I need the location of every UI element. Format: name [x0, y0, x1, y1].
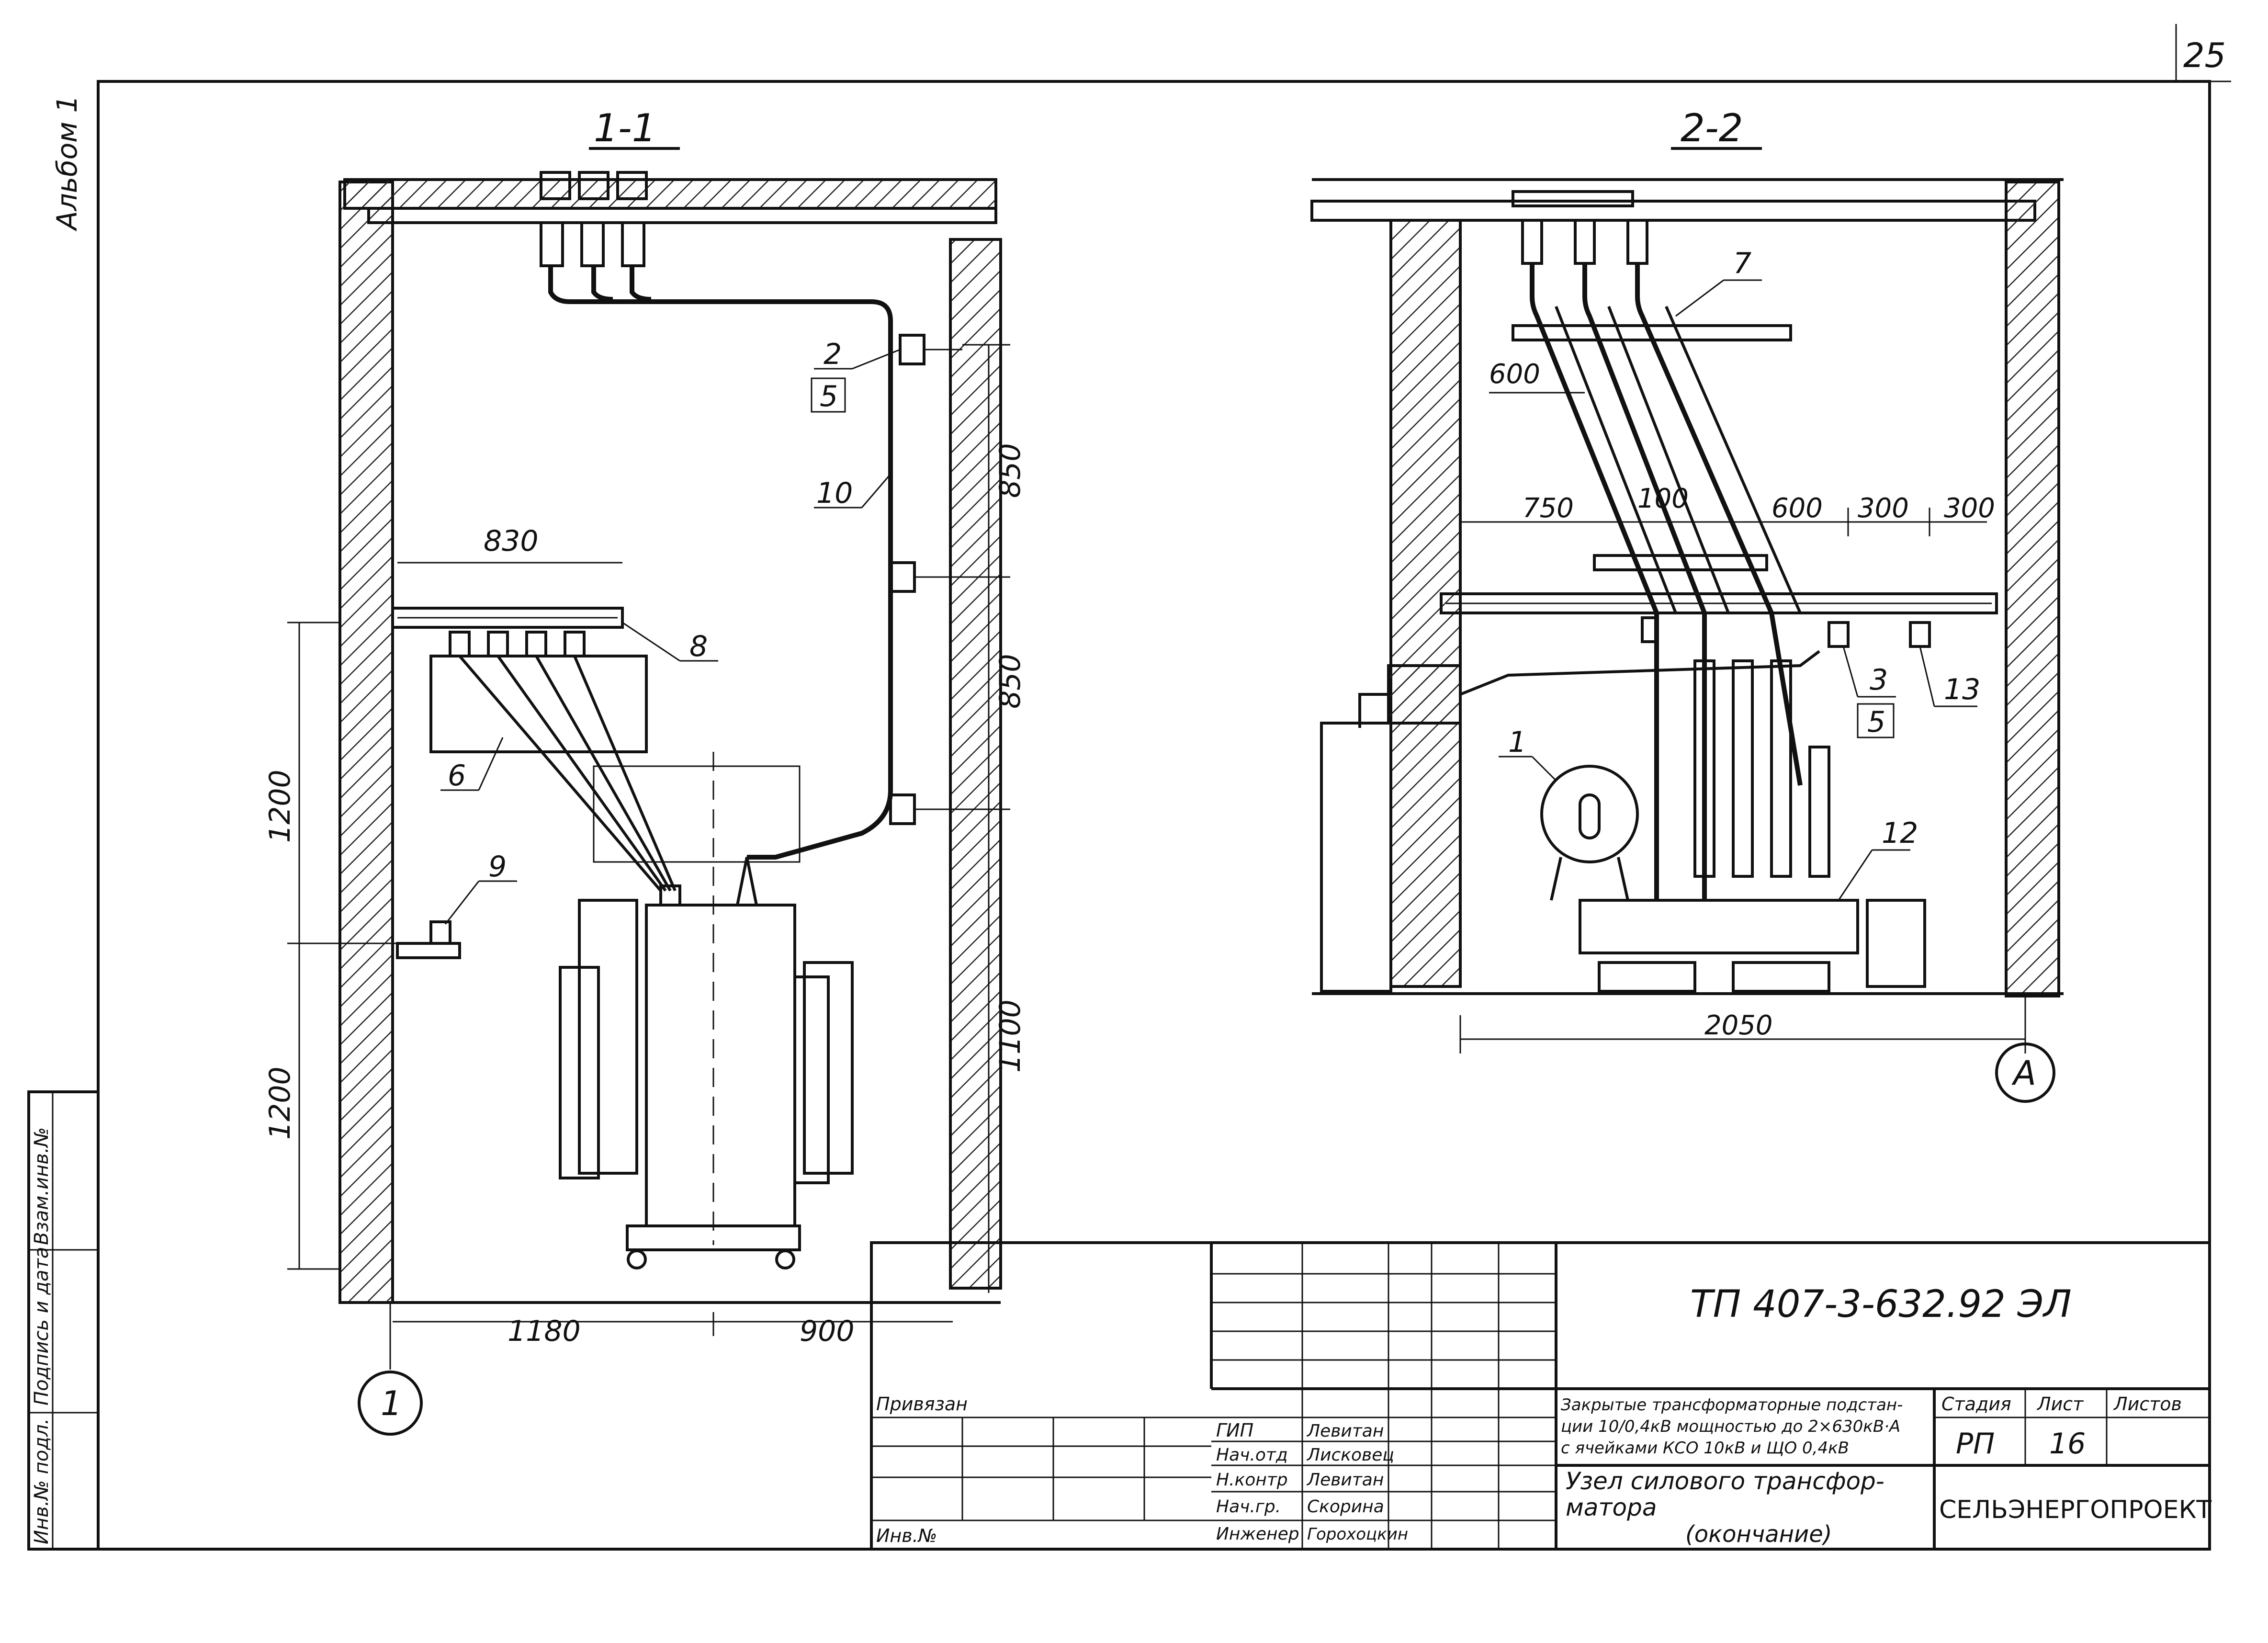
callout-1: 1 — [1508, 725, 1526, 759]
doc-code: ТП 407-3-632.92 ЭЛ — [1690, 1283, 2072, 1326]
role-gip: ГИП — [1216, 1420, 1253, 1441]
dim-1200-lower: 1200 — [263, 1066, 297, 1140]
dim-1100: 1100 — [993, 999, 1027, 1073]
support-beam-13 — [1440, 592, 1998, 614]
lv-cables — [458, 655, 677, 892]
inclined-busbars-7 — [1530, 263, 1803, 900]
bracket-9 — [396, 942, 461, 959]
stamp-podpis-data: Подпись и дата — [31, 1247, 53, 1405]
dim-850-upper: 850 — [993, 443, 1027, 498]
sheets-label: Листов — [2113, 1394, 2182, 1415]
section-1-1-title: 1-1 — [594, 106, 656, 150]
section-1-1-dimensions — [287, 344, 1010, 1336]
axis-1-marker — [358, 1371, 423, 1436]
dim-1200-upper: 1200 — [263, 770, 297, 843]
cable-shelf-8 — [391, 607, 624, 629]
axis-a-marker — [1995, 1042, 2055, 1103]
role-nach-otd: Нач.отд — [1216, 1445, 1288, 1465]
stamp-inv-podl: Инв.№ подл. — [31, 1418, 53, 1544]
project-title-line2: ции 10/0,4кВ мощностью до 2×630кВ·А — [1561, 1417, 1900, 1436]
callout-3: 3 — [1870, 663, 1888, 697]
role-n-kontr: Н.контр — [1216, 1470, 1288, 1490]
axis-a-label: A — [2011, 1054, 2036, 1093]
inv-no-label: Инв.№ — [876, 1525, 937, 1546]
role-nach-gr: Нач.гр. — [1216, 1497, 1281, 1517]
wall-2-right — [2005, 181, 2060, 997]
ceiling-slab-2 — [1310, 200, 2036, 222]
section-1-1: 1-1 — [263, 106, 1027, 1436]
callout-2: 2 — [824, 338, 842, 371]
ceiling-slab — [343, 178, 997, 210]
name-n-kontr: Левитан — [1306, 1470, 1384, 1490]
name-nach-gr: Скорина — [1307, 1497, 1384, 1517]
dim-1180: 1180 — [508, 1314, 581, 1348]
dim-850-lower: 850 — [993, 654, 1027, 709]
sheet-title-line2: матора — [1566, 1494, 1657, 1521]
dim-300-a: 300 — [1858, 493, 1909, 524]
organization-name: СЕЛЬЭНЕРГОПРОЕКТ — [1939, 1496, 2212, 1524]
dim-600-upper: 600 — [1489, 359, 1540, 390]
lv-risers — [1693, 659, 1830, 878]
project-title-line1: Закрытые трансформаторные подстан- — [1561, 1395, 1903, 1415]
stage-label: Стадия — [1941, 1394, 2011, 1415]
power-transformer — [559, 857, 854, 1269]
section-2-2: 2-2 — [1310, 106, 2064, 1103]
side-stamp — [27, 1090, 100, 1551]
dim-300-b: 300 — [1944, 493, 1995, 524]
callout-10: 10 — [816, 476, 853, 510]
left-wall — [339, 181, 394, 1304]
project-title-line3: с ячейками КСО 10кВ и ЩО 0,4кВ — [1561, 1439, 1849, 1458]
wall-bushing — [1387, 664, 1462, 725]
dim-100: 100 — [1637, 483, 1689, 514]
callout-12: 12 — [1882, 816, 1918, 850]
dim-750: 750 — [1523, 493, 1574, 524]
privyazan-label: Привязан — [876, 1394, 968, 1415]
name-gip: Левитан — [1306, 1421, 1384, 1441]
right-wall — [949, 238, 1002, 1290]
hv-busbar-10 — [548, 266, 893, 860]
callout-6: 6 — [448, 759, 466, 793]
callout-8: 8 — [689, 630, 708, 663]
cooling-fan-1 — [1540, 765, 1639, 863]
page-number: 25 — [2183, 36, 2226, 75]
transformer-tank-12 — [1579, 899, 1859, 954]
dim-900: 900 — [800, 1314, 855, 1348]
album-label: Альбом 1 — [51, 95, 83, 232]
section-2-2-title: 2-2 — [1681, 106, 1743, 150]
lv-terminal-box-6 — [429, 655, 648, 753]
axis-1-label: 1 — [381, 1384, 402, 1423]
callout-9: 9 — [488, 850, 507, 884]
callout-7: 7 — [1733, 247, 1751, 280]
sheet-value: 16 — [2049, 1427, 2086, 1461]
stage-value: РП — [1956, 1427, 1995, 1461]
role-inzhener: Инженер — [1216, 1524, 1299, 1544]
callout-5: 5 — [820, 380, 838, 413]
callout-5b: 5 — [1867, 705, 1885, 739]
name-nach-otd: Лисковец — [1306, 1445, 1394, 1465]
callout-13: 13 — [1944, 673, 1980, 706]
name-inzhener: Горохоцкин — [1307, 1525, 1408, 1544]
dim-2050: 2050 — [1704, 1010, 1773, 1041]
title-block — [870, 1241, 2211, 1551]
dim-830: 830 — [484, 524, 539, 558]
sheet-title-line1: Узел силового трансфор- — [1566, 1467, 1884, 1495]
dim-600-lower: 600 — [1772, 493, 1823, 524]
approval-list: ГИП Левитан Нач.отд Лисковец Н.контр Лев… — [1216, 1420, 1408, 1544]
sheet-title-line3: (окончание) — [1685, 1521, 1832, 1548]
sheet-label: Лист — [2036, 1394, 2084, 1415]
stamp-vzam-inv: Взам.инв.№ — [31, 1127, 53, 1245]
